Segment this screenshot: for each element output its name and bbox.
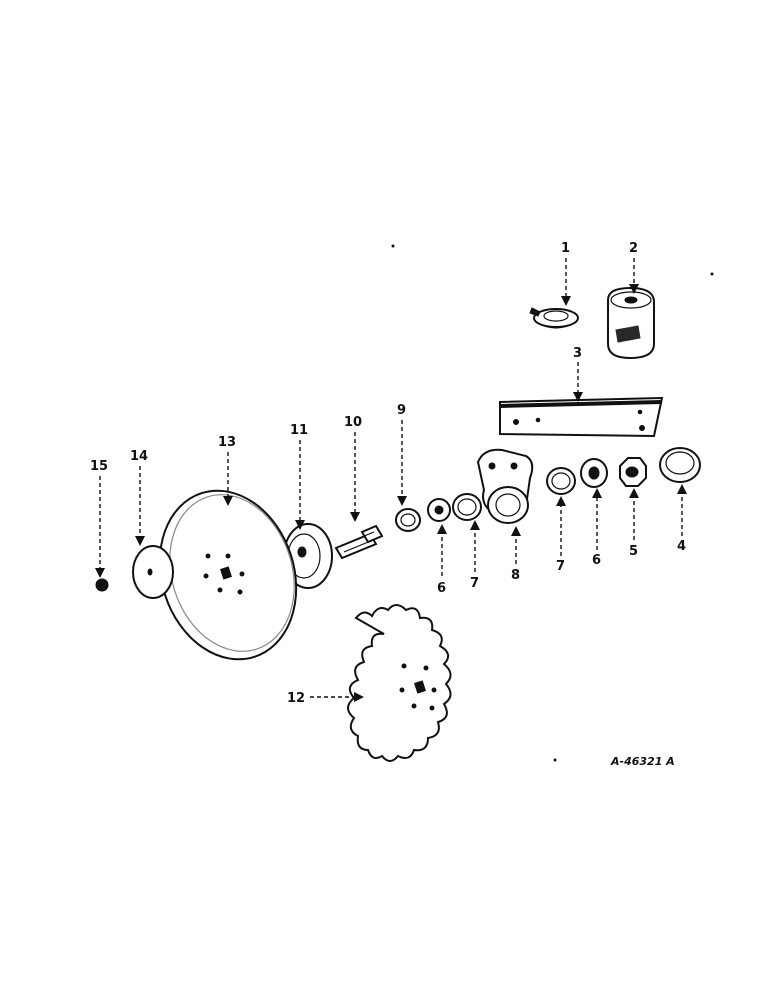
callout-13: 13 <box>218 435 236 450</box>
part-7-cup-right <box>546 467 576 495</box>
part-13-plain-disk <box>158 489 298 661</box>
callout-labels: 1 2 3 4 5 6 6 7 7 8 9 10 11 12 13 14 15 <box>90 241 686 706</box>
callout-4: 4 <box>677 539 686 554</box>
part-1-cap <box>529 307 579 329</box>
part-15-nut <box>95 578 109 592</box>
part-4-dust-cap <box>659 447 701 483</box>
reference-code: A-46321 A <box>610 755 675 768</box>
callout-11: 11 <box>290 423 308 438</box>
callout-10: 10 <box>344 415 362 430</box>
part-8-bearing-housing <box>476 448 534 524</box>
part-9-seal <box>395 508 421 532</box>
callout-1: 1 <box>561 241 570 256</box>
callout-15: 15 <box>90 459 108 474</box>
callout-6-left: 6 <box>437 581 446 596</box>
callout-3: 3 <box>573 346 582 361</box>
callout-2: 2 <box>629 241 638 256</box>
leader-lines <box>95 258 687 702</box>
callout-7-right: 7 <box>556 559 565 574</box>
part-12-notched-disk <box>347 604 452 762</box>
part-7-cup-left <box>452 493 482 521</box>
part-5-nut <box>619 457 647 487</box>
part-2-housing <box>607 286 655 360</box>
part-14-washer <box>132 545 174 599</box>
callout-6-right: 6 <box>592 553 601 568</box>
part-3-bar <box>499 396 664 438</box>
part-10-spindle <box>334 524 384 560</box>
callout-12: 12 <box>287 691 305 706</box>
part-6-bearing-right <box>580 458 608 488</box>
callout-9: 9 <box>397 403 406 418</box>
part-6-bearing-left <box>427 498 451 522</box>
callout-14: 14 <box>130 449 148 464</box>
callout-5: 5 <box>629 544 638 559</box>
callout-7-left: 7 <box>470 576 479 591</box>
callout-8: 8 <box>511 568 520 583</box>
